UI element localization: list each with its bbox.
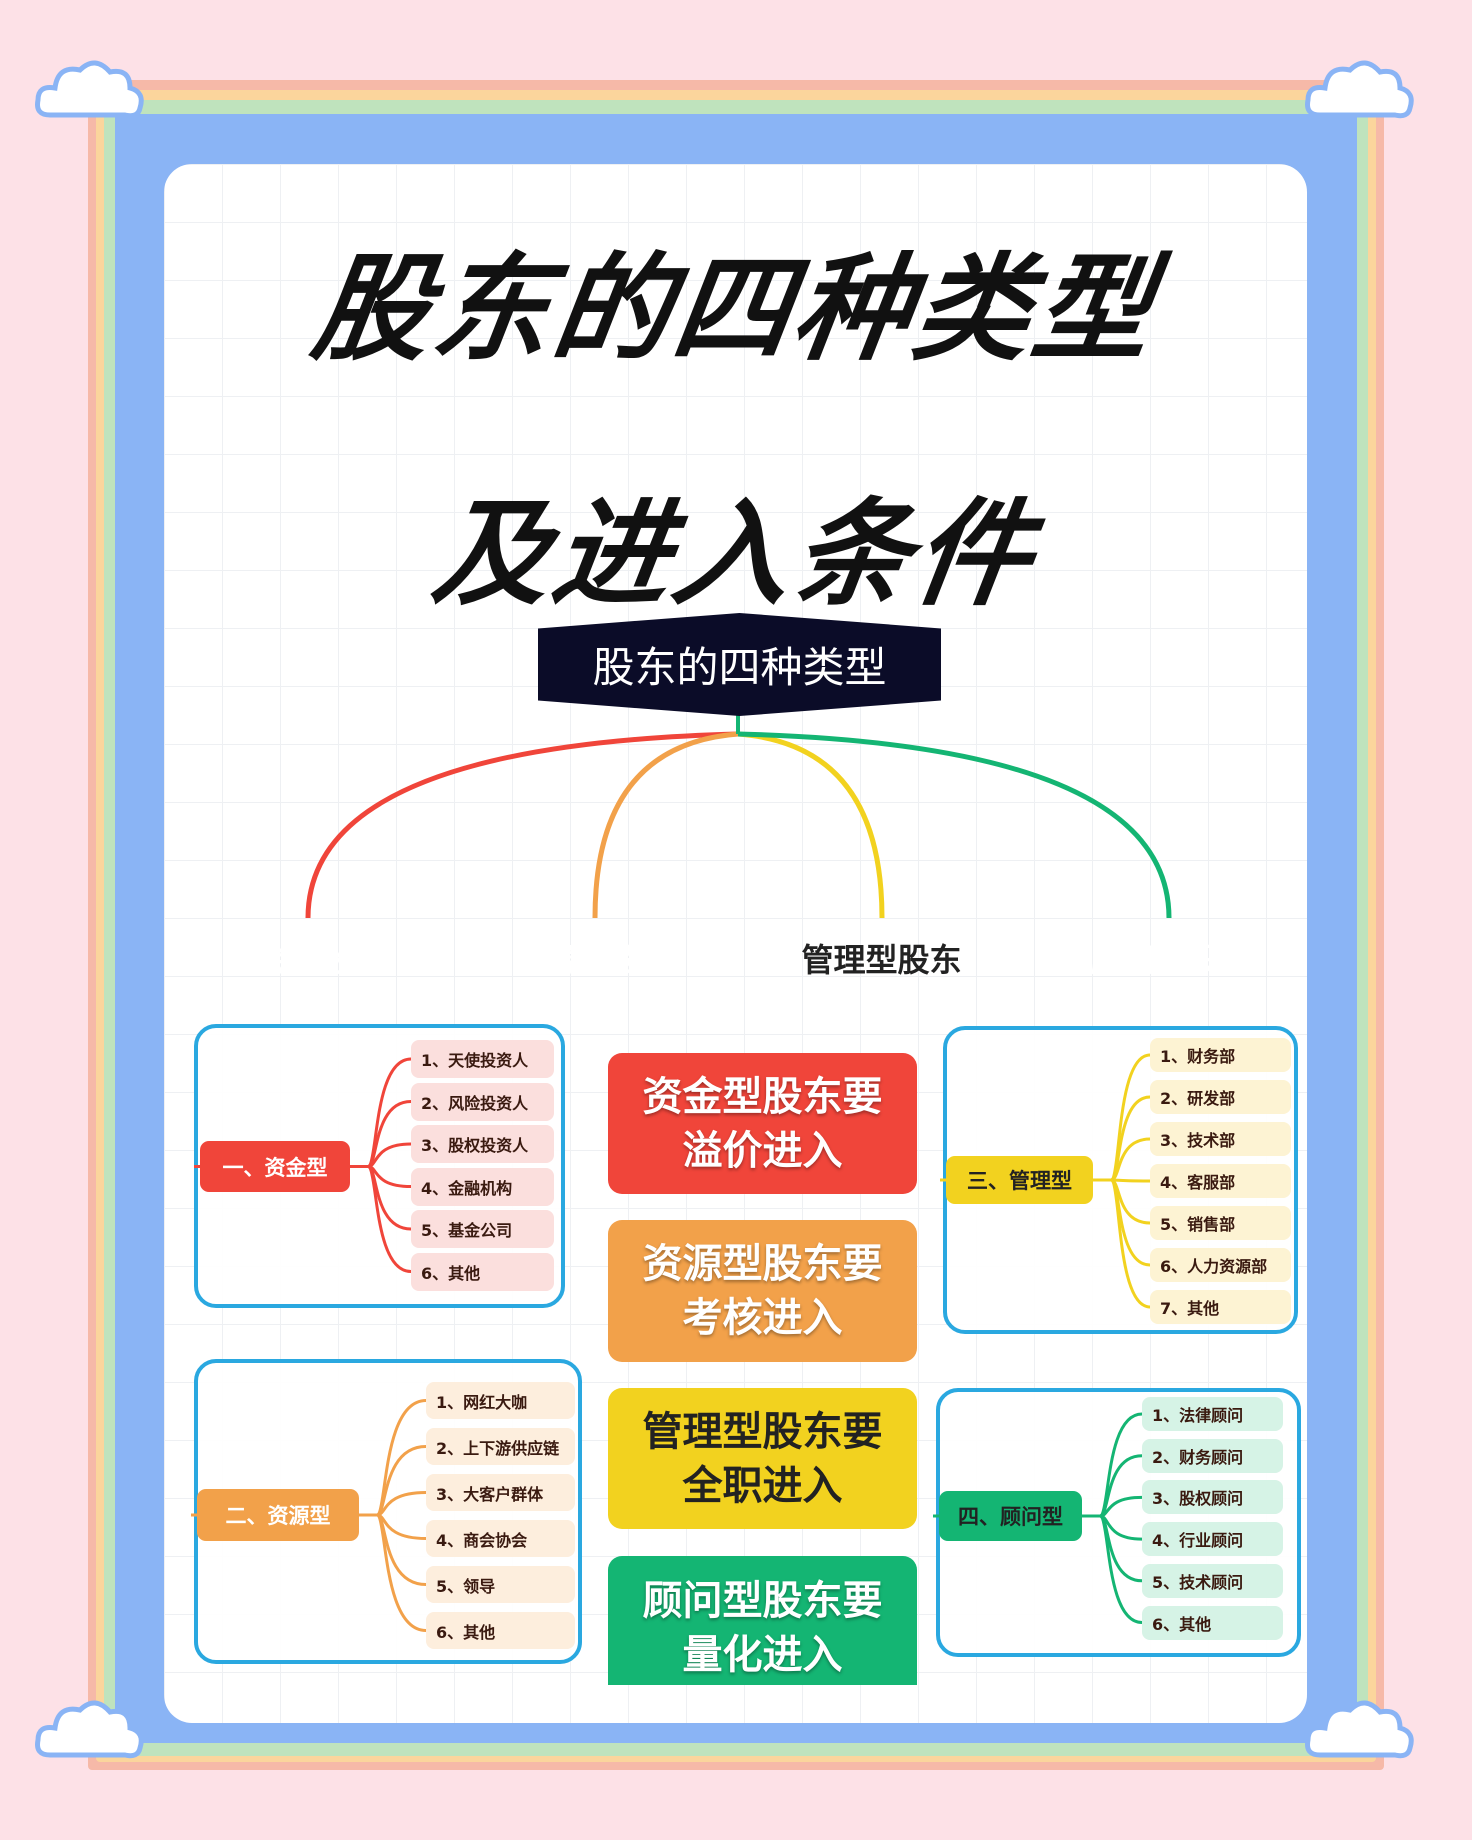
branch-line	[1082, 1514, 1143, 1624]
branch-line	[1082, 1514, 1143, 1541]
branch-line	[350, 1142, 412, 1168]
condition-card-capital: 资金型股东要溢价进入	[608, 1053, 917, 1194]
root-node: 股东的四种类型	[538, 613, 941, 716]
branch-line	[1082, 1495, 1143, 1518]
connector-line	[592, 731, 739, 919]
leaf-item: 1、天使投资人	[411, 1040, 554, 1078]
leaf-item: 1、网红大咖	[426, 1382, 575, 1419]
condition-card-advisor: 顾问型股东要量化进入	[608, 1556, 917, 1685]
leaf-item: 2、风险投资人	[411, 1082, 554, 1121]
group-node: 一、资金型	[200, 1141, 350, 1192]
group-node: 四、顾问型	[939, 1491, 1082, 1541]
leaf-item: 2、研发部	[1150, 1080, 1291, 1114]
group-node: 三、管理型	[946, 1156, 1093, 1204]
condition-line: 量化进入	[682, 1631, 843, 1678]
branch-line	[350, 1165, 412, 1273]
branch-management: 管理型股东	[801, 941, 962, 979]
branch-line	[359, 1513, 427, 1586]
condition-line: 管理型股东要	[642, 1408, 883, 1455]
leaf-item: 7、其他	[1150, 1290, 1291, 1324]
connector-line	[737, 731, 885, 919]
branch-line	[1082, 1412, 1143, 1518]
condition-line: 资源型股东要	[642, 1241, 883, 1287]
cloud-icon	[1305, 60, 1414, 119]
leaf-item: 3、股权顾问	[1142, 1480, 1283, 1515]
group-node: 二、资源型	[197, 1489, 359, 1541]
branch-capital: 资金型股东	[227, 941, 388, 979]
leaf-item: 5、技术顾问	[1142, 1563, 1283, 1598]
leaf-item: 4、金融机构	[411, 1167, 554, 1206]
leaf-item: 2、财务顾问	[1142, 1438, 1283, 1473]
leaf-item: 3、大客户群体	[426, 1474, 575, 1511]
leaf-item: 5、基金公司	[411, 1210, 554, 1248]
leaf-item: 4、客服部	[1150, 1164, 1291, 1198]
branch-resource: 资源型股东	[515, 941, 676, 979]
condition-line: 顾问型股东要	[642, 1577, 883, 1624]
condition-card-management: 管理型股东要全职进入	[608, 1388, 917, 1529]
cloud-icon	[35, 1700, 144, 1759]
condition-line: 考核进入	[682, 1295, 843, 1341]
connector-line	[305, 731, 739, 919]
leaf-item: 4、商会协会	[426, 1520, 575, 1557]
branch-line	[359, 1399, 427, 1517]
leaf-item: 5、领导	[426, 1566, 575, 1603]
leaf-item: 6、其他	[426, 1612, 575, 1649]
condition-line: 资金型股东要	[642, 1073, 883, 1120]
branch-line	[359, 1445, 427, 1517]
leaf-item: 1、财务部	[1150, 1038, 1291, 1072]
leaf-item: 6、人力资源部	[1150, 1248, 1291, 1282]
cloud-icon	[1305, 1700, 1414, 1759]
leaf-item: 6、其他	[411, 1252, 554, 1291]
leaf-item: 6、其他	[1142, 1605, 1283, 1640]
condition-line: 溢价进入	[682, 1127, 843, 1174]
branch-line	[1093, 1178, 1151, 1309]
branch-advisor: 顾问型股东	[1090, 941, 1251, 979]
branch-line	[359, 1491, 427, 1517]
branch-line	[359, 1513, 427, 1540]
cloud-icon	[35, 60, 144, 119]
branch-line	[350, 1165, 412, 1188]
condition-card-resource: 资源型股东要考核进入	[608, 1220, 917, 1362]
leaf-item: 4、行业顾问	[1142, 1522, 1283, 1557]
leaf-item: 5、销售部	[1150, 1206, 1291, 1240]
branch-line	[350, 1057, 412, 1168]
leaf-item: 2、上下游供应链	[426, 1428, 575, 1465]
condition-line: 全职进入	[682, 1462, 843, 1509]
leaf-item: 3、技术部	[1150, 1122, 1291, 1156]
branch-line	[359, 1513, 427, 1632]
leaf-item: 3、股权投资人	[411, 1125, 554, 1163]
leaf-item: 1、法律顾问	[1142, 1397, 1283, 1431]
connector-line	[737, 731, 1172, 919]
